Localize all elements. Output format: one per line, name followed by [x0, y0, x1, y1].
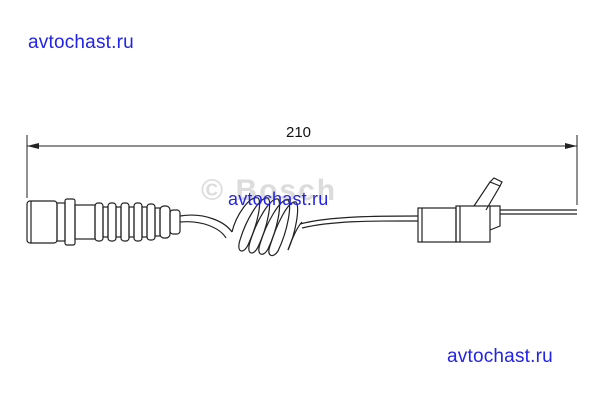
sensor-head: [26, 198, 96, 246]
dimension-label: 210: [286, 124, 312, 141]
spiral-coil: [231, 197, 303, 257]
dimension-arrow-left: [27, 143, 39, 149]
watermark-center: avtochast.ru: [228, 189, 329, 209]
dimension-arrow-right: [565, 143, 577, 149]
bosch-copyright-watermark: © Bosch: [201, 174, 338, 207]
cable: [179, 214, 233, 239]
connector: [417, 177, 577, 243]
cable-right: [299, 215, 419, 229]
watermark-top-left: avtochast.ru: [28, 32, 134, 53]
watermark-bottom-right: avtochast.ru: [447, 346, 553, 367]
grommet: [94, 202, 181, 242]
